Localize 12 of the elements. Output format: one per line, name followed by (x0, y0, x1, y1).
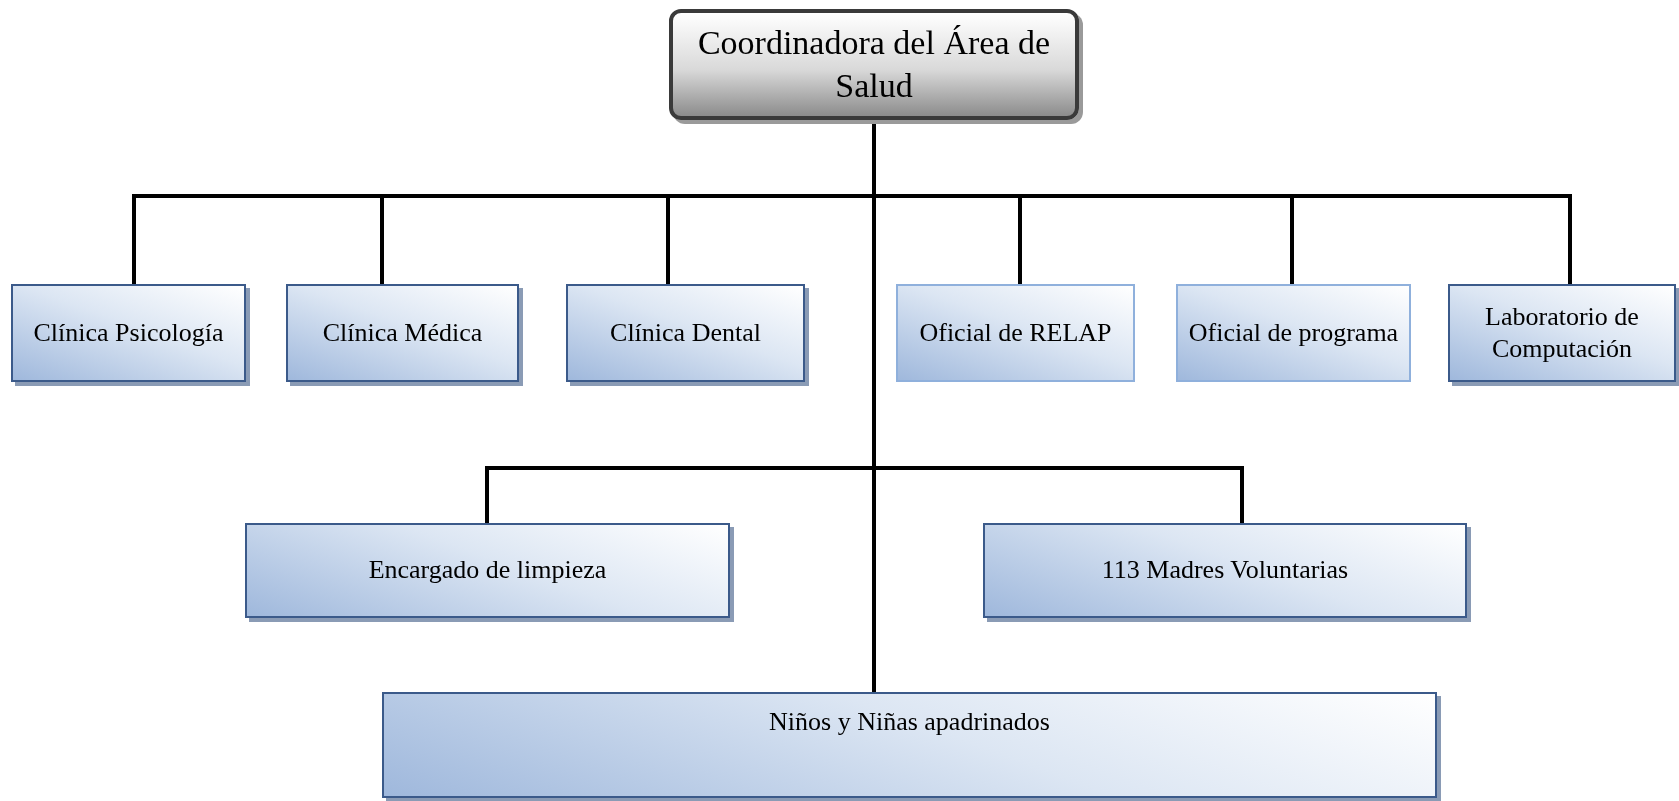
box-label: 113 Madres Voluntarias (1100, 554, 1350, 587)
unit-box (896, 284, 1135, 382)
box-label: Clínica Médica (321, 316, 484, 349)
box-label: Laboratorio de Computación (1484, 300, 1640, 365)
box-label: Niños y Niñas apadrinados (768, 706, 1051, 738)
box-label: Clínica Psicología (32, 316, 225, 349)
box-label: Oficial de RELAP (918, 316, 1113, 349)
box-label: Coordinadora del Área de Salud (696, 23, 1052, 106)
unit-box (1176, 284, 1411, 382)
box-label: Clínica Dental (609, 316, 762, 349)
box-label: Oficial de programa (1187, 316, 1400, 349)
box-label: Encargado de limpieza (367, 554, 608, 587)
